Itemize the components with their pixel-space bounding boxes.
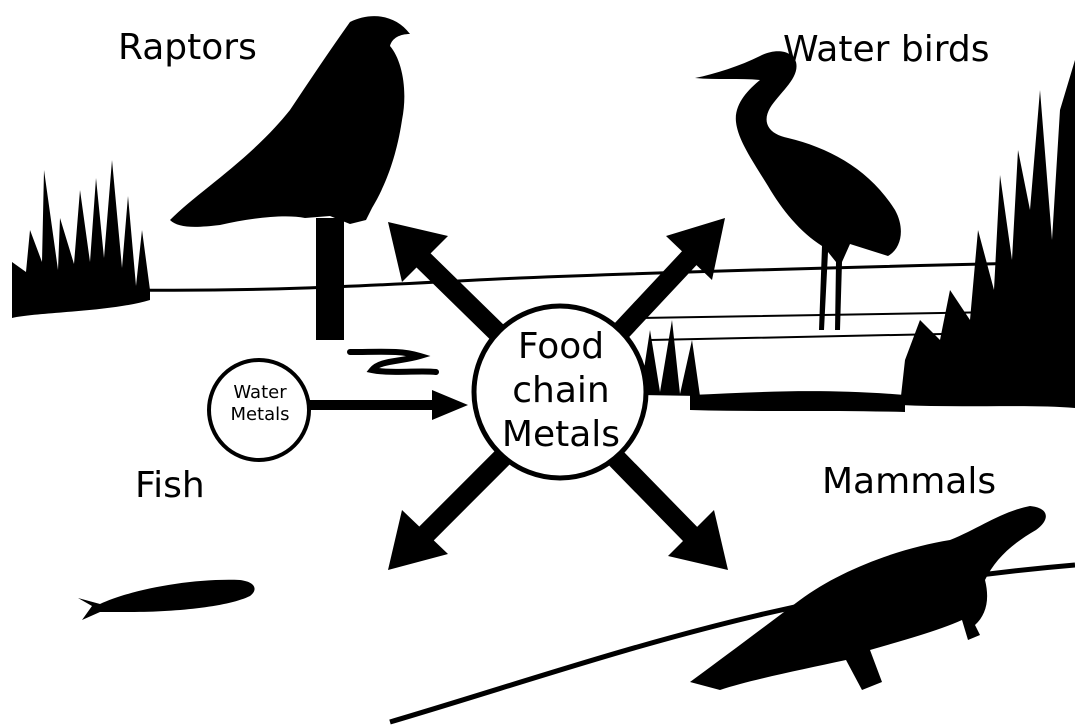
source-line-1: Water [210,382,310,404]
fish-silhouette [78,580,255,620]
mammal-silhouette [690,506,1046,690]
center-line-1: Food [472,325,650,369]
label-mammals: Mammals [822,464,996,500]
source-line-2: Metals [210,404,310,426]
stream-marks [350,352,436,372]
arrowhead-source [432,390,468,420]
center-node-text: Food chain Metals [472,325,650,457]
shoreline-line [130,262,1075,290]
heron-silhouette [695,51,901,330]
label-fish: Fish [135,468,205,504]
label-water-birds: Water birds [783,32,990,68]
center-line-3: Metals [472,413,650,457]
arrow-to-fish [420,450,510,540]
source-node-text: Water Metals [210,382,310,426]
left-grass [12,160,150,318]
label-raptors: Raptors [118,30,257,66]
arrow-to-mammals [608,450,696,540]
raptor-post [316,218,344,340]
center-line-2: chain [472,369,650,413]
